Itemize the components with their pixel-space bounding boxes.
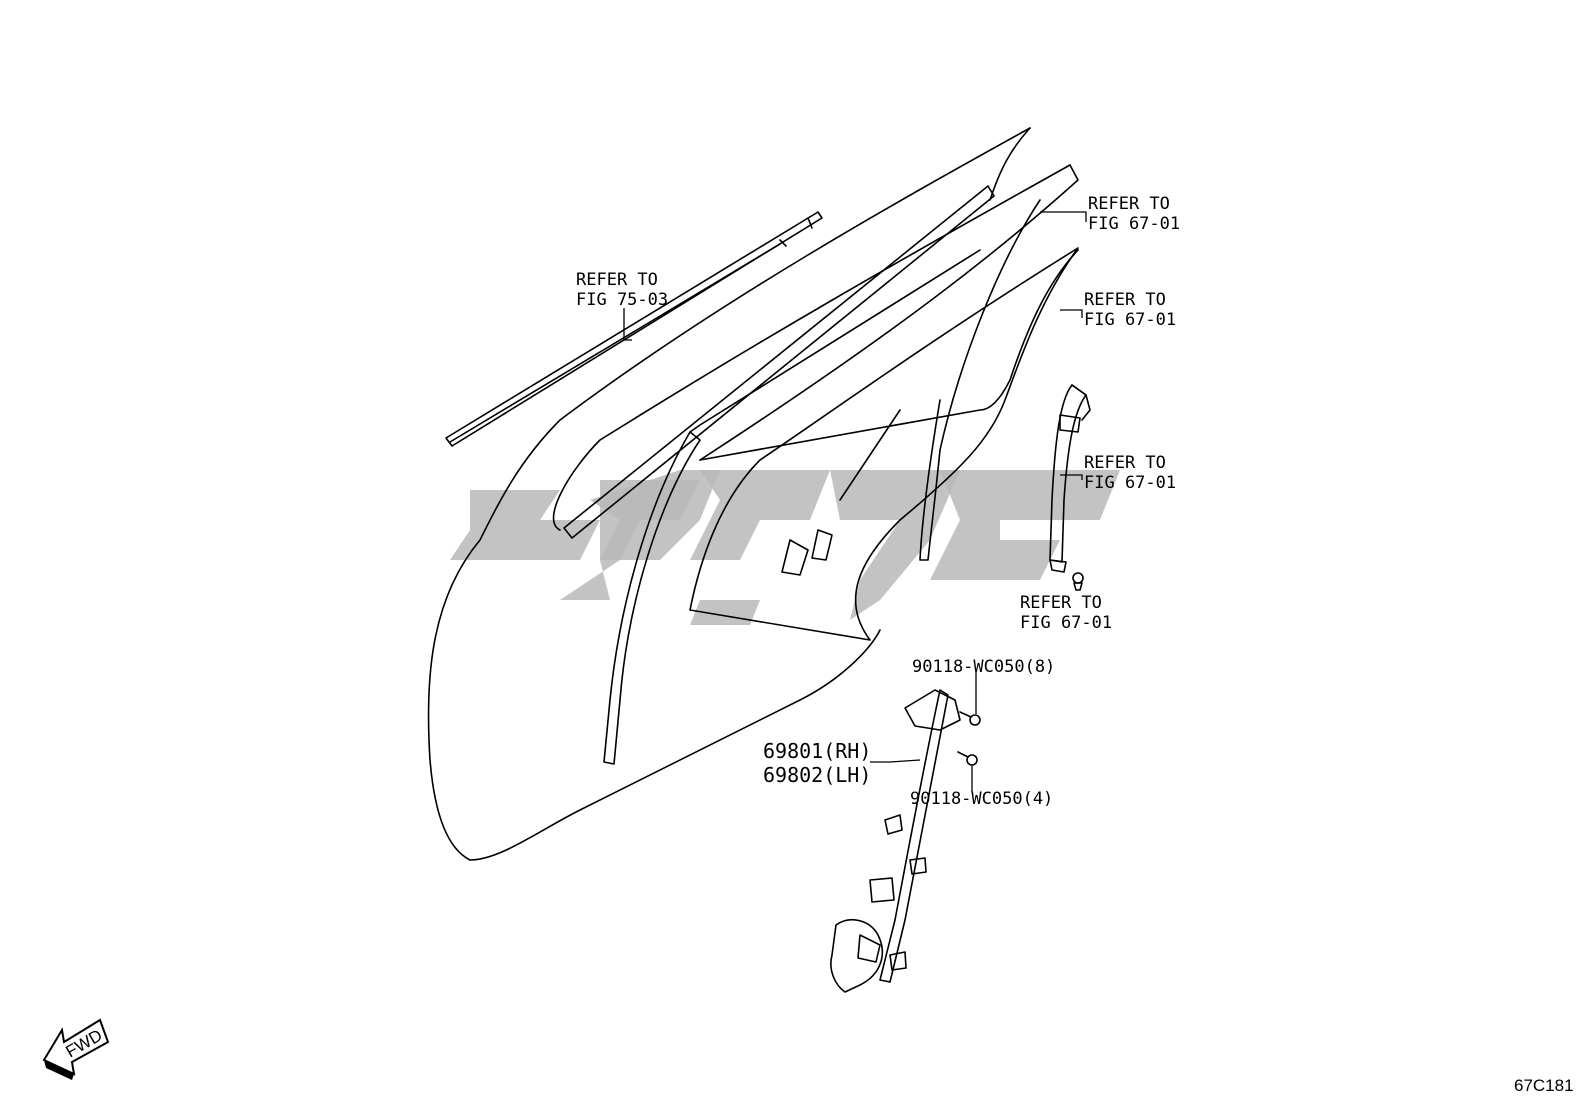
callout-frame-top-line1: REFER TO	[1088, 194, 1170, 214]
callout-frame-top-line2: FIG 67-01	[1088, 214, 1180, 234]
callout-glass-line2: FIG 67-01	[1084, 310, 1176, 330]
door-frame	[427, 127, 1079, 861]
callout-glass-line1: REFER TO	[1084, 290, 1166, 310]
front-run-channel	[603, 249, 981, 765]
fwd-arrow-icon: FWD	[42, 1018, 110, 1080]
part-number-bolt-lower: 90118-WC050(4)	[910, 789, 1053, 809]
callout-clip-line2: FIG 67-01	[1020, 613, 1112, 633]
callout-molding: REFER TO FIG 75-03	[576, 270, 668, 310]
door-glass	[689, 247, 1079, 641]
bolt-upper	[959, 711, 981, 726]
callout-glass: REFER TO FIG 67-01	[1084, 290, 1176, 330]
watermark	[450, 470, 1120, 625]
callout-run-channel: REFER TO FIG 67-01	[1084, 453, 1176, 493]
bolt-lower	[957, 751, 978, 766]
figure-code: 67C181	[1514, 1076, 1574, 1095]
part-number-bolt-upper: 90118-WC050(8)	[912, 657, 1055, 677]
callout-run-channel-line2: FIG 67-01	[1084, 473, 1176, 493]
part-number-regulator-rh: 69801(RH)	[763, 739, 871, 763]
part-number-regulator-lh: 69802(LH)	[763, 763, 871, 787]
clip-part	[1072, 572, 1084, 591]
leader-lines	[623, 211, 1087, 792]
callout-clip-line1: REFER TO	[1020, 593, 1102, 613]
belt-molding	[445, 211, 823, 447]
window-regulator	[830, 689, 961, 993]
callout-frame-top: REFER TO FIG 67-01	[1088, 194, 1180, 234]
callout-clip: REFER TO FIG 67-01	[1020, 593, 1112, 633]
callout-molding-line1: REFER TO	[576, 270, 658, 290]
callout-run-channel-line1: REFER TO	[1084, 453, 1166, 473]
callout-molding-line2: FIG 75-03	[576, 290, 668, 310]
rear-run-channel	[1049, 384, 1091, 573]
